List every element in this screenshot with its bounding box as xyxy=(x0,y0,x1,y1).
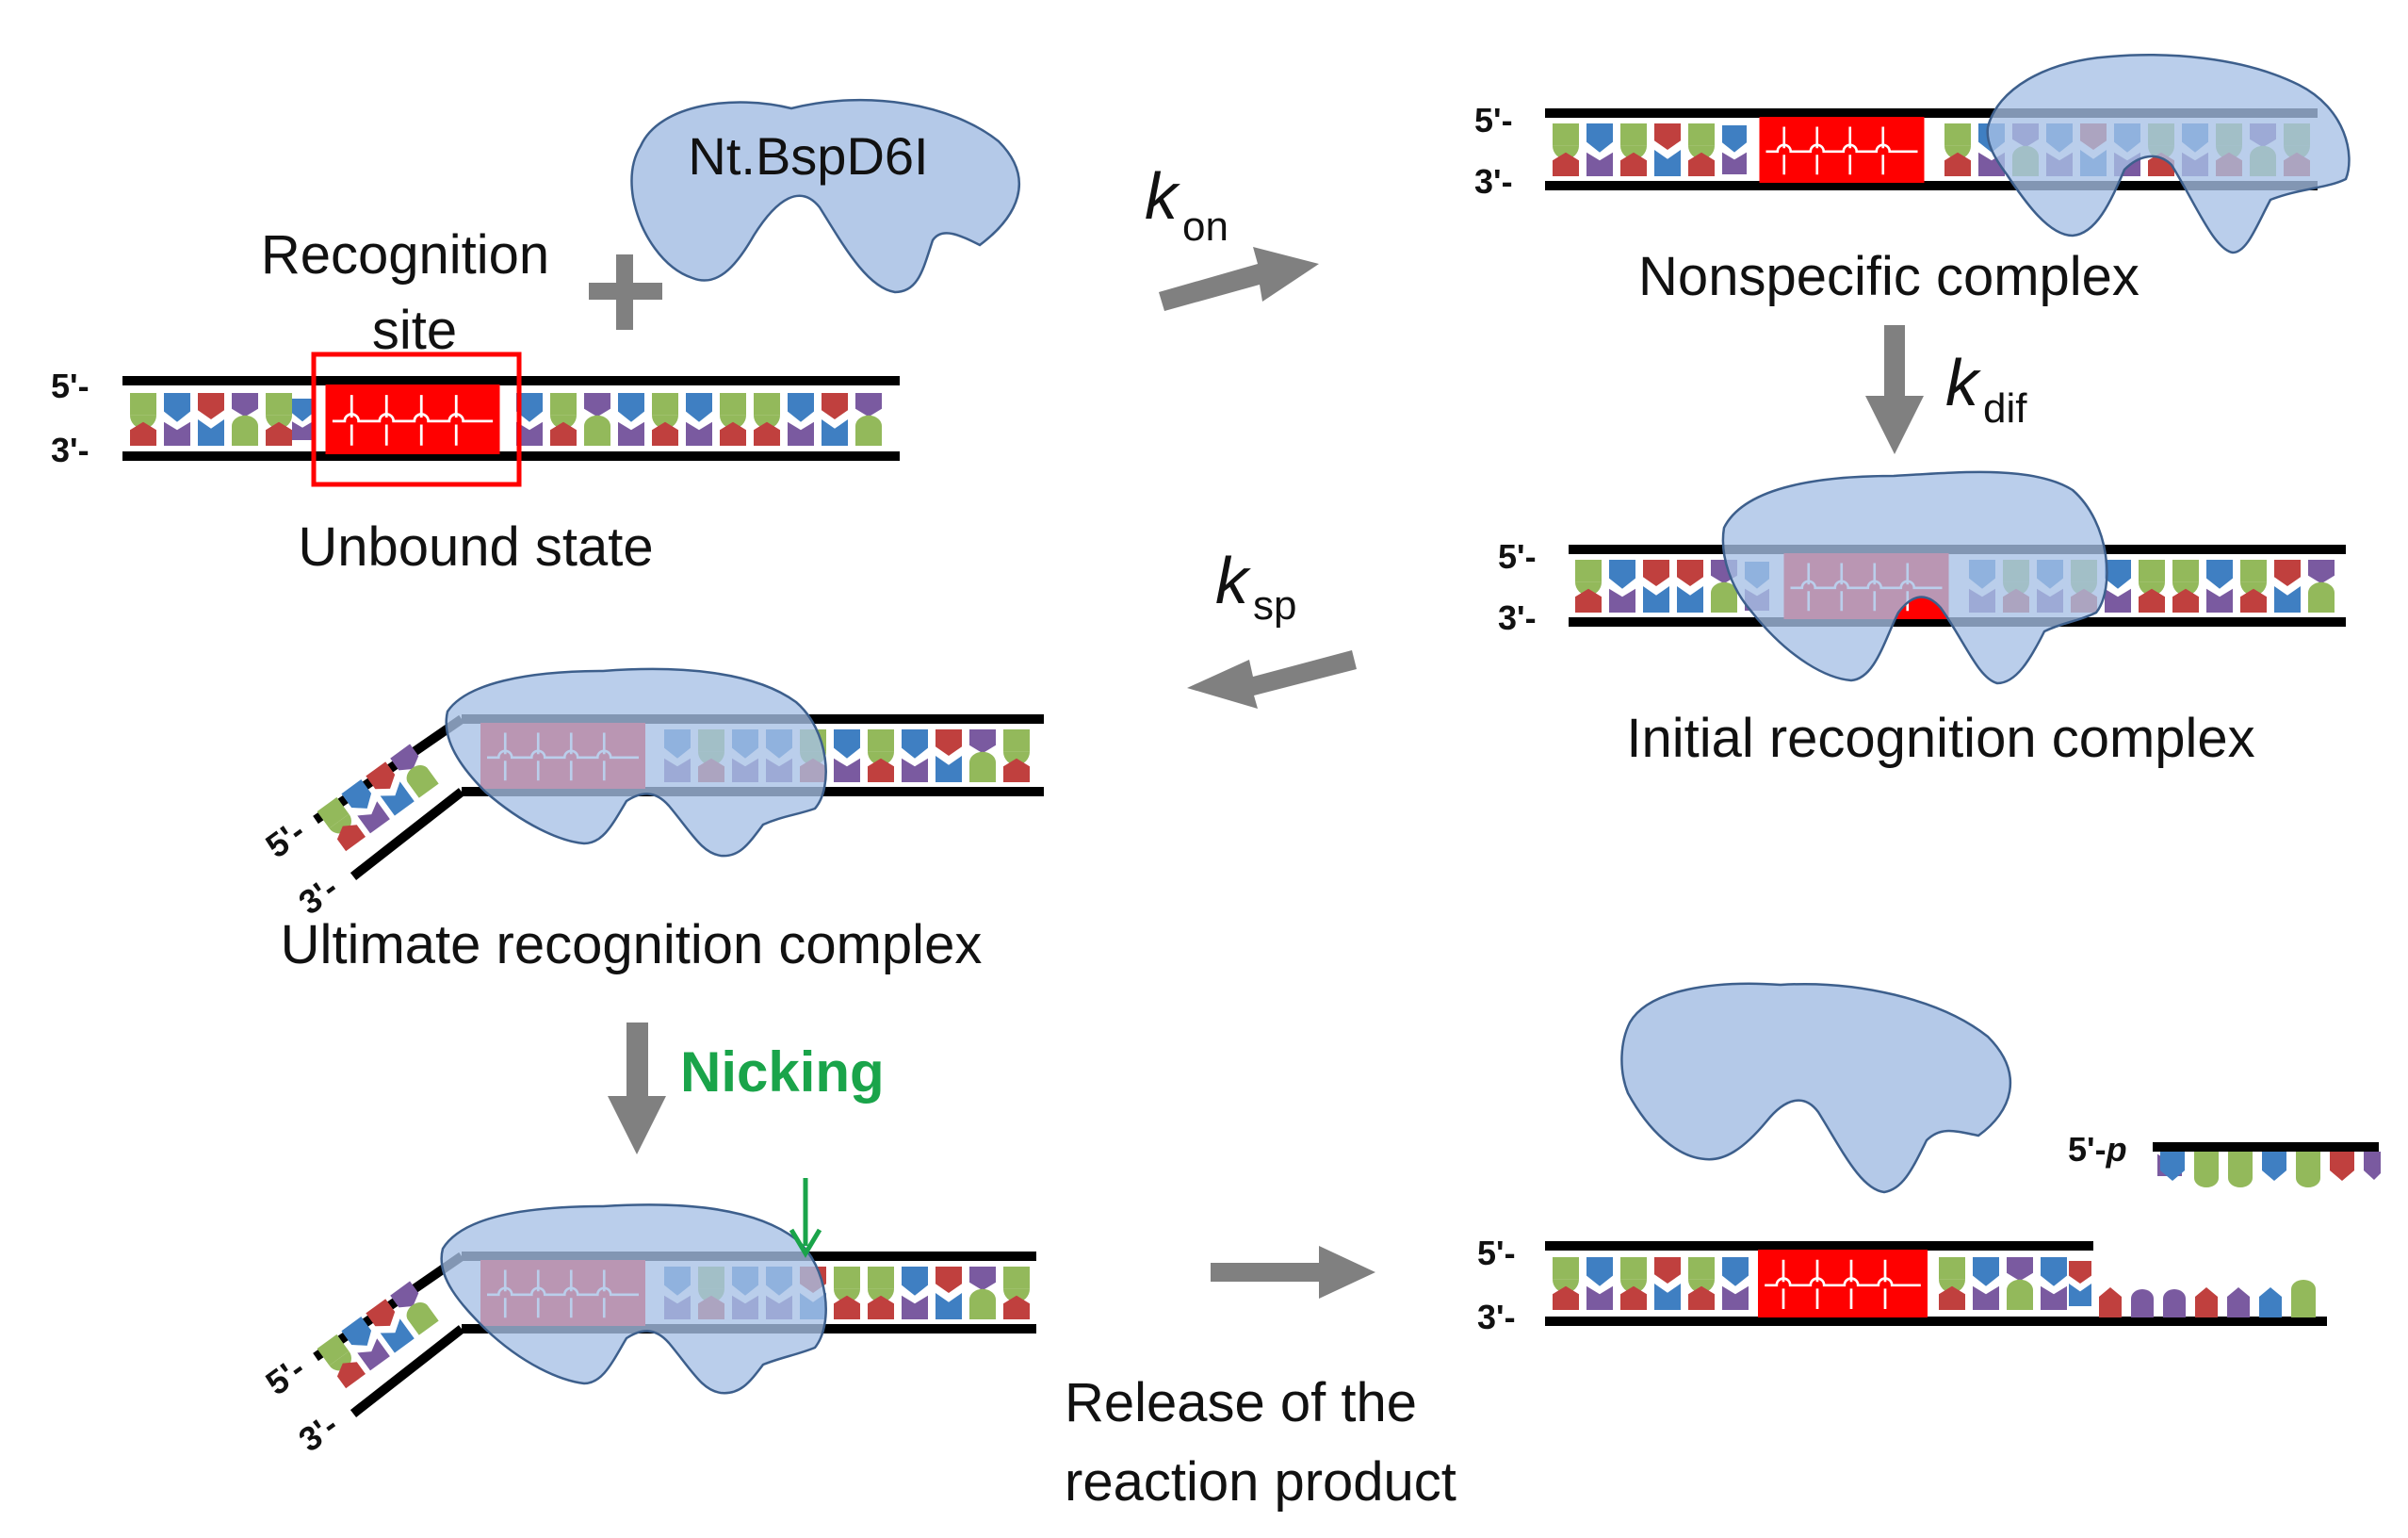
k-on-subscript: on xyxy=(1182,204,1228,250)
product-dna: 5'- 3'- xyxy=(1477,1234,2327,1336)
release-label-line1: Release of the xyxy=(1065,1372,1417,1433)
reaction-arrow-icon xyxy=(1211,1246,1375,1299)
unbound-state-label: Unbound state xyxy=(298,516,653,578)
five-prime-phosphate-label: 5'-p xyxy=(2068,1130,2127,1169)
k-dif-subscript: dif xyxy=(1983,385,2027,432)
five-prime-label: 5'- xyxy=(258,811,312,865)
free-enzyme-released xyxy=(1620,982,2012,1194)
nick-site-arrow-icon xyxy=(789,1178,822,1258)
k-sp-symbol: k xyxy=(1215,544,1251,617)
k-on-symbol: k xyxy=(1145,159,1180,233)
release-label-line2: reaction product xyxy=(1065,1451,1456,1513)
recognition-site-box xyxy=(311,352,522,487)
enzyme-name: Nt.BspD6I xyxy=(688,126,928,186)
three-prime-label: 3'- xyxy=(1498,598,1537,637)
free-enzyme-top: Nt.BspD6I xyxy=(630,98,1021,294)
reaction-arrow-icon xyxy=(608,1023,666,1154)
ultimate-recognition-complex-label: Ultimate recognition complex xyxy=(281,914,983,975)
k-dif-symbol: k xyxy=(1945,346,1981,419)
enzyme-initial xyxy=(1721,470,2108,685)
reaction-arrow-icon xyxy=(1159,247,1319,311)
three-prime-label: 3'- xyxy=(291,1405,345,1459)
five-prime-label: 5'- xyxy=(51,367,89,405)
initial-recognition-complex-label: Initial recognition complex xyxy=(1626,708,2254,769)
five-prime-label: 5'- xyxy=(258,1349,312,1402)
recognition-site-sequence xyxy=(1757,117,1927,183)
released-fragment: 5'-p xyxy=(2068,1127,2381,1187)
recognition-site-sequence xyxy=(323,384,502,454)
plus-icon xyxy=(589,254,662,330)
three-prime-label: 3'- xyxy=(1477,1298,1516,1336)
three-prime-label: 3'- xyxy=(1474,162,1513,201)
k-sp-subscript: sp xyxy=(1253,582,1296,629)
unbound-dna: 5'- 3'- xyxy=(51,352,900,487)
enzyme-nonspecific xyxy=(1986,54,2351,254)
nicking-label: Nicking xyxy=(680,1040,885,1104)
reaction-arrow-icon xyxy=(1187,650,1357,709)
three-prime-label: 3'- xyxy=(51,431,89,469)
recognition-site-label: Recognition xyxy=(261,224,549,286)
enzyme-nicked xyxy=(440,1203,827,1395)
recognition-site-sequence xyxy=(1756,1250,1929,1317)
recognition-site-label-2: site xyxy=(372,300,457,361)
five-prime-label: 5'- xyxy=(1498,537,1537,576)
five-prime-label: 5'- xyxy=(1474,101,1513,139)
nonspecific-complex-label: Nonspecific complex xyxy=(1638,246,2140,307)
enzyme-ultimate xyxy=(445,667,827,858)
reaction-arrow-icon xyxy=(1865,325,1924,454)
five-prime-label: 5'- xyxy=(1477,1234,1516,1272)
